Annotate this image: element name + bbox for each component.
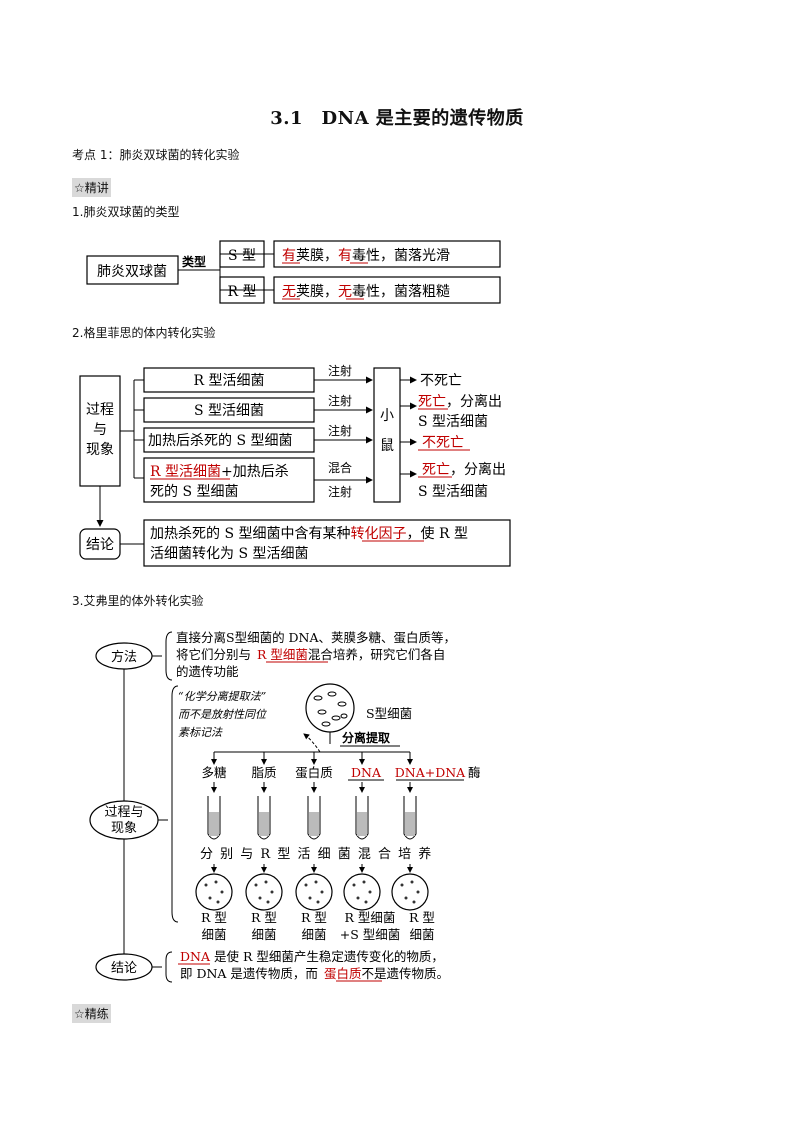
svg-text:细菌: 细菌 [301, 927, 326, 942]
svg-text:加热后杀死的 S 型细菌: 加热后杀死的 S 型细菌 [148, 433, 293, 449]
svg-text:多糖: 多糖 [201, 765, 227, 780]
branch-label: 类型 [182, 254, 206, 269]
svg-text:+S 型细菌: +S 型细菌 [340, 927, 401, 942]
svg-text:R 型: R 型 [301, 910, 327, 925]
svg-text:R 型细菌: R 型细菌 [345, 910, 396, 925]
s-bacteria-icon [305, 683, 355, 733]
types-diagram: 肺炎双球菌 类型 S 型 R 型 有荚膜，有毒性，菌落光滑 无荚膜，无毒性，菌落… [86, 240, 501, 304]
svg-text:现象: 现象 [86, 442, 114, 458]
heading-types: 1.肺炎双球菌的类型 [72, 205, 180, 219]
svg-text:细菌: 细菌 [409, 927, 434, 942]
svg-text:不死亡: 不死亡 [422, 435, 464, 451]
svg-text:S型细菌: S型细菌 [366, 706, 412, 721]
svg-text:DNA+DNA: DNA+DNA [395, 765, 466, 780]
r-type-label: R 型 [228, 284, 257, 300]
svg-text:细菌: 细菌 [251, 927, 276, 942]
s-desc: 有荚膜，有毒性，菌落光滑 [282, 247, 450, 264]
svg-text:小: 小 [380, 408, 394, 424]
svg-text:的遗传功能: 的遗传功能 [176, 664, 239, 679]
svg-text:过程与: 过程与 [104, 805, 143, 820]
svg-text:活细菌转化为 S 型活细菌: 活细菌转化为 S 型活细菌 [150, 546, 309, 562]
svg-text:R 型: R 型 [201, 910, 227, 925]
heading-griffith: 2.格里菲思的体内转化实验 [72, 326, 216, 340]
svg-text:S 型活细菌: S 型活细菌 [194, 403, 264, 419]
svg-text:素标记法: 素标记法 [178, 726, 223, 739]
svg-text:过程: 过程 [86, 402, 114, 418]
svg-text:现象: 现象 [111, 821, 137, 836]
svg-text:分 别 与 R 型 活 细 菌 混 合 培 养: 分 别 与 R 型 活 细 菌 混 合 培 养 [200, 846, 433, 862]
svg-text:结论: 结论 [111, 961, 137, 976]
svg-text:R 型活细菌: R 型活细菌 [194, 373, 265, 389]
svg-text:R 型: R 型 [409, 910, 435, 925]
svg-text:S 型活细菌: S 型活细菌 [418, 414, 488, 430]
r-desc: 无荚膜，无毒性，菌落粗糙 [282, 283, 450, 300]
svg-text:注射: 注射 [328, 393, 352, 408]
page-title: 3.1 DNA 是主要的遗传物质 [270, 108, 524, 129]
svg-text:蛋白质: 蛋白质 [295, 765, 333, 780]
svg-text:注射: 注射 [328, 363, 352, 378]
svg-text:死亡，分离出: 死亡，分离出 [422, 461, 506, 478]
svg-text:R 型活细菌+加热后杀: R 型活细菌+加热后杀 [150, 464, 289, 480]
svg-text:DNA: DNA [351, 765, 382, 780]
s-type-label: S 型 [228, 248, 256, 264]
svg-text:加热杀死的 S 型细菌中含有某种转化因子，使 R 型: 加热杀死的 S 型细菌中含有某种转化因子，使 R 型 [150, 525, 468, 542]
svg-text:酶: 酶 [468, 765, 481, 780]
svg-text:而不是放射性同位: 而不是放射性同位 [178, 708, 267, 721]
svg-text:结论: 结论 [86, 537, 114, 553]
svg-text:死的 S 型细菌: 死的 S 型细菌 [150, 484, 239, 500]
svg-text:注射: 注射 [328, 484, 352, 499]
section-kaodian: 考点 1：肺炎双球菌的转化实验 [72, 148, 240, 162]
svg-text:S 型活细菌: S 型活细菌 [418, 484, 488, 500]
root-label: 肺炎双球菌 [97, 264, 167, 280]
test-tubes [207, 782, 417, 840]
griffith-diagram: 过程 与 现象 R 型活细菌 S 型活细菌 加热后杀死的 S 型细菌 R 型活细… [79, 363, 511, 567]
svg-text:“化学分离提取法”: “化学分离提取法” [178, 690, 266, 703]
svg-text:方法: 方法 [111, 649, 137, 665]
svg-text:注射: 注射 [328, 423, 352, 438]
svg-text:直接分离S型细菌的 DNA、荚膜多糖、蛋白质等，: 直接分离S型细菌的 DNA、荚膜多糖、蛋白质等， [176, 630, 456, 645]
tag-jingjiang: ☆精讲 [72, 178, 111, 197]
heading-avery: 3.艾弗里的体外转化实验 [72, 594, 204, 608]
svg-text:细菌: 细菌 [201, 927, 226, 942]
svg-text:不死亡: 不死亡 [420, 373, 462, 389]
svg-text:死亡，分离出: 死亡，分离出 [418, 393, 502, 410]
svg-text:脂质: 脂质 [251, 765, 276, 780]
svg-text:分离提取: 分离提取 [342, 730, 390, 745]
svg-text:与: 与 [93, 422, 107, 438]
svg-text:R 型: R 型 [251, 910, 277, 925]
svg-text:鼠: 鼠 [380, 438, 394, 454]
tag-jinglian: ☆精练 [72, 1004, 111, 1023]
svg-text:混合: 混合 [328, 460, 352, 475]
petri-dishes [195, 864, 429, 911]
